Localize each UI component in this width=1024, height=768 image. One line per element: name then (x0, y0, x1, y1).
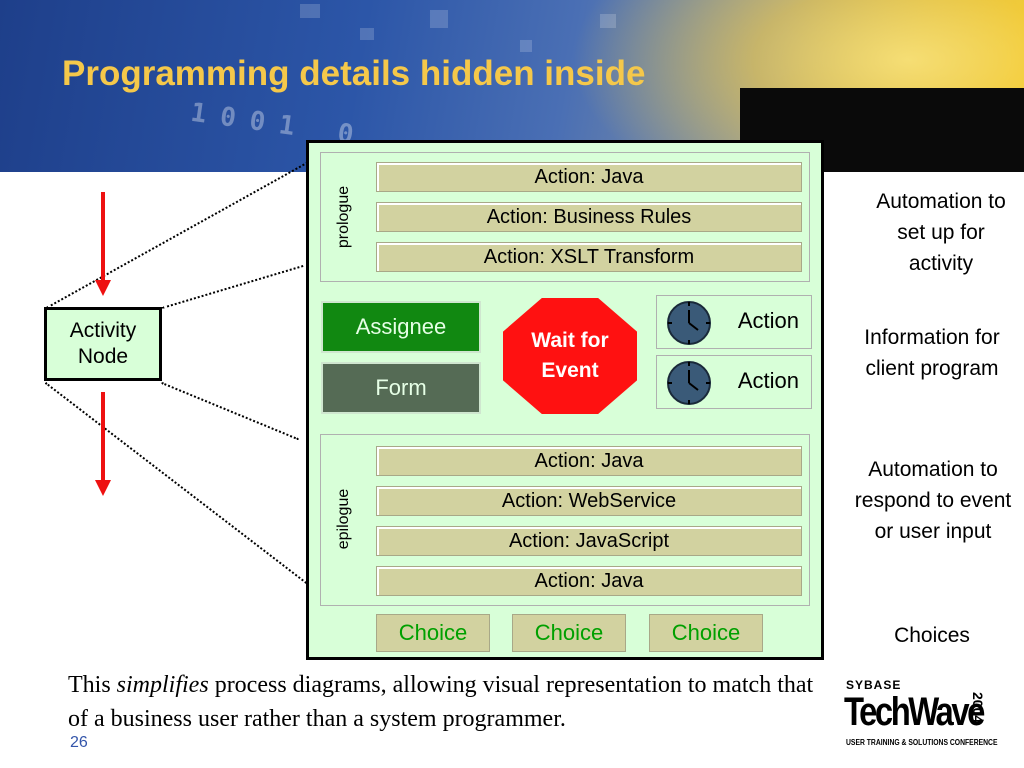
techwave-logo: SYBASE TechWave 2004 USER TRAINING & SOL… (844, 678, 1006, 748)
slide-caption: This simplifies process diagrams, allowi… (68, 668, 838, 736)
activity-node[interactable]: Activity Node (44, 307, 162, 381)
clock-icon (667, 361, 711, 405)
caption-text: process diagrams, allowing visual repres… (68, 672, 814, 732)
connector-line (162, 265, 304, 309)
annotation-automation-setup: Automation to set up for activity (876, 190, 1006, 275)
logo-tagline: USER TRAINING & SOLUTIONS CONFERENCE (846, 738, 998, 747)
choice-button[interactable]: Choice (649, 614, 763, 652)
timer-action[interactable]: Action (656, 355, 812, 409)
caption-text: This (68, 672, 117, 698)
connector-line (161, 382, 299, 441)
incoming-arrow-shaft (101, 192, 105, 280)
choice-button[interactable]: Choice (512, 614, 626, 652)
banner-decoration (600, 14, 616, 28)
prologue-label: prologue (335, 185, 352, 249)
annotation-automation-respond: Automation to respond to event or user i… (854, 458, 1012, 543)
page-number: 26 (70, 734, 88, 751)
connector-line (44, 382, 349, 616)
annotation-choices: Choices (894, 624, 970, 647)
timer-action-label: Action (737, 308, 799, 333)
epilogue-label: epilogue (335, 488, 352, 550)
assignee-box[interactable]: Assignee (321, 301, 481, 353)
assignee-label: Assignee (355, 314, 447, 339)
prologue-action[interactable]: Action: Java (376, 162, 802, 192)
wait-for-event-stop-sign[interactable]: Wait for Event (503, 298, 637, 414)
timer-action-label: Action (737, 368, 799, 393)
epilogue-action[interactable]: Action: Java (376, 566, 802, 596)
activity-node-label: Activity Node (69, 319, 137, 368)
wait-for-event-label: Wait for Event (531, 329, 609, 382)
caption-emphasis: simplifies (116, 672, 209, 698)
clock-icon (667, 301, 711, 345)
epilogue-action[interactable]: Action: Java (376, 446, 802, 476)
annotation-client-info: Information for client program (864, 326, 1000, 380)
banner-decoration (430, 10, 448, 28)
banner-decoration (520, 40, 532, 52)
incoming-arrow-head (95, 280, 111, 296)
logo-year: 2004 (970, 692, 986, 724)
prologue-action[interactable]: Action: XSLT Transform (376, 242, 802, 272)
outgoing-arrow-shaft (101, 392, 105, 480)
form-box[interactable]: Form (321, 362, 481, 414)
timer-action[interactable]: Action (656, 295, 812, 349)
slide-title: Programming details hidden inside (62, 54, 646, 93)
prologue-action[interactable]: Action: Business Rules (376, 202, 802, 232)
banner-decoration (360, 28, 374, 40)
epilogue-action[interactable]: Action: WebService (376, 486, 802, 516)
connector-line (46, 149, 330, 309)
banner-decoration (300, 4, 320, 18)
choice-button[interactable]: Choice (376, 614, 490, 652)
epilogue-action[interactable]: Action: JavaScript (376, 526, 802, 556)
outgoing-arrow-head (95, 480, 111, 496)
logo-name: TechWave (844, 690, 985, 734)
logo-brand: SYBASE (846, 678, 902, 692)
form-label: Form (375, 375, 427, 400)
